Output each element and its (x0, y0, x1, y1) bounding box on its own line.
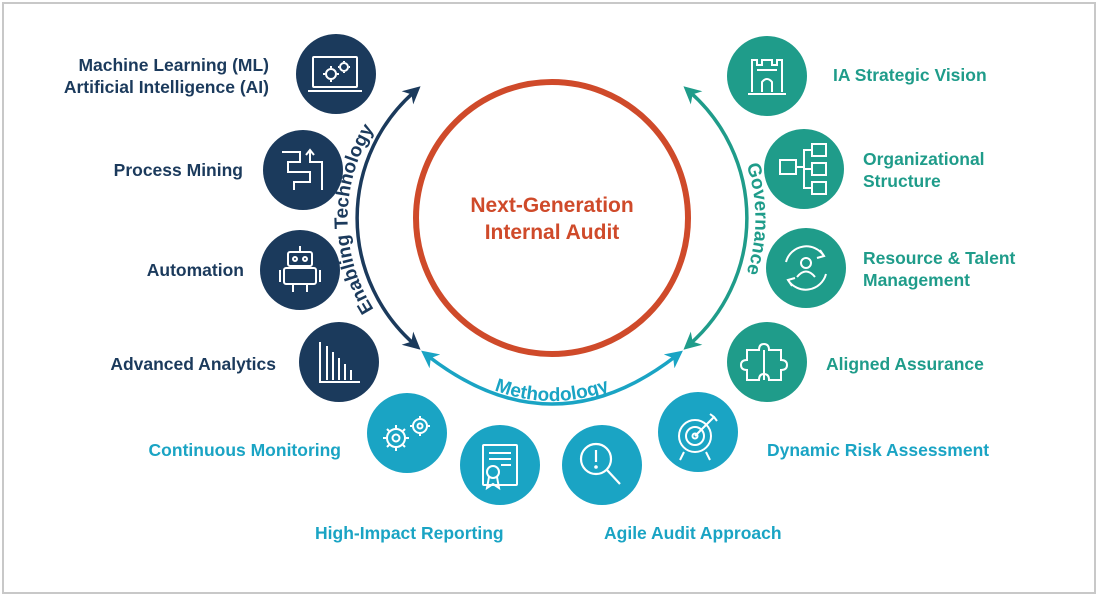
people-cycle-icon (766, 228, 846, 308)
label-agile-audit: Agile Audit Approach (604, 523, 782, 543)
label-ia-vision: IA Strategic Vision (833, 65, 987, 85)
center-title-line2: Internal Audit (484, 221, 620, 244)
search-alert-icon (562, 425, 642, 505)
label-ml-line: Machine Learning (ML) (78, 55, 269, 75)
label-resource-line2: Management (863, 270, 970, 290)
center-title-line1: Next-Generation (470, 194, 634, 217)
label-continuous-monitoring: Continuous Monitoring (148, 440, 341, 460)
label-process-mining: Process Mining (113, 160, 243, 180)
label-advanced-analytics: Advanced Analytics (110, 354, 276, 374)
gears-icon (367, 393, 447, 473)
enabling-technology-arc (355, 86, 421, 350)
governance-arc (683, 86, 749, 350)
label-ai-line: Artificial Intelligence (AI) (63, 77, 269, 97)
label-automation: Automation (146, 260, 244, 280)
automation-icon (260, 230, 340, 310)
label-org-structure: Organizational Structure (863, 148, 985, 192)
label-ml-ai: Machine Learning (ML) Artificial Intelli… (40, 54, 269, 98)
analytics-icon (299, 322, 379, 402)
label-resource-talent: Resource & Talent Management (863, 247, 1015, 291)
ml-ai-icon (296, 34, 376, 114)
label-resource-line1: Resource & Talent (863, 248, 1016, 268)
label-org-line1: Organizational (863, 149, 985, 169)
methodology-label: Methodology (493, 375, 612, 406)
target-icon (658, 392, 738, 472)
puzzle-icon (727, 322, 807, 402)
org-chart-icon (764, 129, 844, 209)
report-certificate-icon (460, 425, 540, 505)
castle-tower-icon (727, 36, 807, 116)
label-aligned-assurance: Aligned Assurance (826, 354, 984, 374)
label-dynamic-risk: Dynamic Risk Assessment (767, 440, 990, 460)
label-high-impact-reporting: High-Impact Reporting (315, 523, 504, 543)
methodology-arc (421, 350, 683, 406)
center-title: Next-Generation Internal Audit (420, 192, 684, 246)
label-org-line2: Structure (863, 171, 941, 191)
process-mining-icon (263, 130, 343, 210)
